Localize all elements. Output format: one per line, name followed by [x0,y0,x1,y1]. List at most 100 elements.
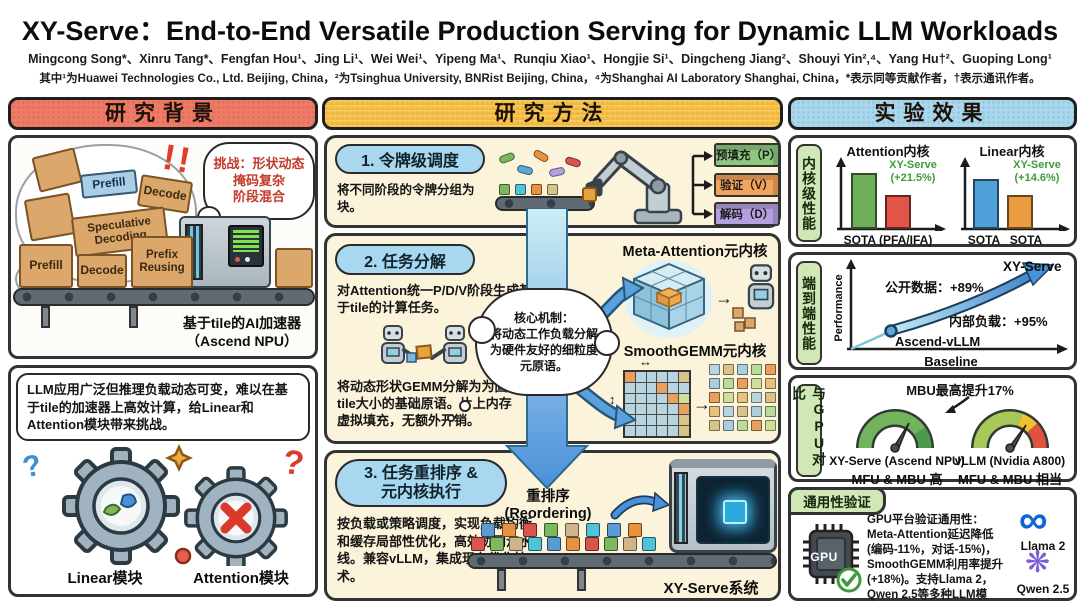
gain-annotation: XY-Serve (+21.5%) [879,159,947,184]
generality-text: GPU平台验证通用性： Meta-Attention延迟降低 (编码-11%，对… [867,514,1004,601]
bar-sota [885,195,911,229]
tile [547,537,561,551]
tile [628,523,642,537]
chart-plot: XY-Serve (+14.6%) [951,157,1073,231]
e2e-side-label: 端到端性能 [796,261,822,365]
tile [635,404,646,415]
bar-sota [1007,195,1033,229]
gemm-tiles-grid [709,364,776,431]
tile [765,406,776,417]
tile [646,372,657,382]
background-illustration-panel: Prefill Decode Speculative Decoding !! 挑… [8,135,318,359]
gear-linear-label: Linear模块 [67,570,143,587]
tile [679,404,689,415]
tile [751,364,762,375]
gpu-compare-side-label: 与GPU对比 [791,384,827,477]
meta-attention-cube-icon [625,260,713,338]
step3-reorder-execution-box: 3. 任务重排序 & 元内核执行 按负载或策略调度，实现负载均衡和缓存局部性优化… [324,450,781,601]
attention-kernel-chart: Attention内核 XY-Serve (+21.5%) SO [827,141,949,247]
token-pill-icon [548,166,566,178]
execution-conveyor [467,553,777,569]
tile [765,392,776,403]
tile [657,372,668,382]
tile [668,372,679,382]
column-background: 研究背景 Prefill Decode Speculative Decoding… [8,96,318,599]
arrow-right-icon: → [693,394,711,414]
chart-plot: XY-Serve (+21.5%) [827,157,949,231]
token-block-icon [547,184,558,195]
belt-leg [129,306,138,328]
summary-bubble: LLM应用广泛但推理负载动态可变，难以在基于tile的加速器上高效计算，给Lin… [16,373,310,441]
tile [523,523,537,537]
token-block-icon [531,184,542,195]
tile [751,420,762,431]
tile [668,382,679,393]
tile [642,537,656,551]
belt-box-decode: Decode [77,254,127,288]
tile [528,537,542,551]
exclamation-icon: !! [159,135,197,182]
branch-arrows-icon [691,151,713,219]
x-axis-label: Baseline [924,354,978,369]
tile [765,420,776,431]
e2e-chart [846,259,1068,354]
output-prefill-box: 预填充（P） [714,143,781,167]
qwen25-label: Qwen 2.5 [1016,582,1070,596]
section-header-experimental-results: 实验效果 [788,97,1077,130]
token-pill-icon [498,151,516,165]
affiliations-line: 其中¹为Huawei Technologies Co., Ltd. Beijin… [39,73,1041,85]
output-decode-box: 解码（D） [714,202,780,226]
step2-title: 2. 任务分解 [335,244,475,275]
machine-screen [696,476,770,544]
step3-title: 3. 任务重排序 & 元内核执行 [335,459,507,507]
meta-logo-icon: ∞ [1019,498,1048,542]
tile [604,537,618,551]
kernel-performance-panel: 内核级性能 Attention内核 XY-Serve (+21.5%) [788,135,1077,247]
tile [751,392,762,403]
tile [765,364,776,375]
tile [657,393,668,404]
reordering-label: 重排序 (Reordering) [504,489,592,523]
gain-value: (+21.5%) [890,171,936,184]
belt-leg [41,306,50,328]
e2e-performance-panel: 端到端性能 Performance Baseline XY-Serv [788,252,1077,370]
tile [635,415,646,426]
tile [723,406,734,417]
x-axis-label: SOTA [967,233,1001,247]
tile [625,382,635,393]
bar-xyserve [973,179,999,229]
tile [679,415,689,426]
xyserve-system-label: XY-Serve系统 [663,580,759,597]
reorder-arrow-icon [610,491,671,520]
star-blob-icon [165,444,193,472]
tile [679,382,689,393]
token-block-icon [499,184,510,195]
belt-box-prefill: Prefill [19,244,73,288]
step1-title: 1. 令牌级调度 [335,144,485,174]
tile [751,378,762,389]
glowing-chip-icon [723,500,747,524]
dynamic-shapes-icon [102,493,138,516]
tile [709,378,720,389]
tile [471,537,485,551]
tile [679,393,689,404]
task-cubes [471,523,683,553]
tile [737,364,748,375]
tile [657,426,668,436]
tile [607,523,621,537]
accelerator-caption: 基于tile的AI加速器 （Ascend NPU） [182,315,302,350]
tile [657,404,668,415]
xyserve-machine [669,459,777,553]
token-pill-icon [516,164,534,176]
step2-task-decomposition-box: 2. 任务分解 对Attention统一P/D/V阶段生成基于tile的计算任务… [324,233,781,444]
belt-box [275,248,313,288]
tile [765,378,776,389]
step2-desc-attention: 对Attention统一P/D/V阶段生成基于tile的计算任务。 [337,283,532,316]
tile [668,415,679,426]
cross-icon [220,502,252,534]
robots-icon [381,325,467,364]
tile [709,420,720,431]
challenge-bubble: 挑战：形状动态 掩码复杂 阶段混合 [197,142,315,228]
tile [668,426,679,436]
conveyor-belt [13,288,315,306]
